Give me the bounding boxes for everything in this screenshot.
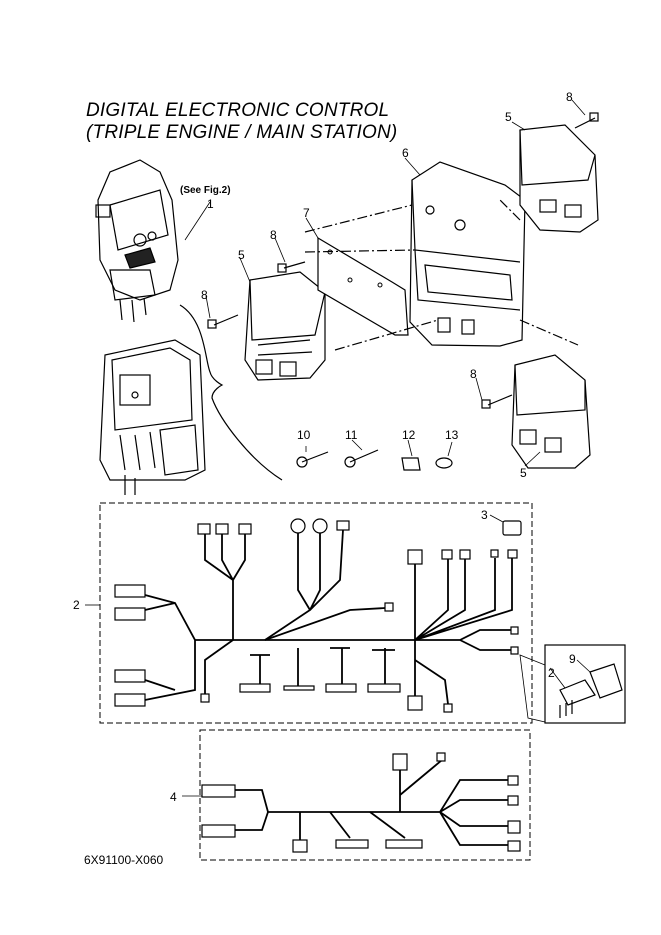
callout-3: 3 <box>481 508 488 522</box>
callout-5-center: 5 <box>238 248 245 262</box>
part-code: 6X91100-X060 <box>84 853 164 867</box>
ecu-module-center <box>244 271 326 381</box>
callout-8-top: 8 <box>566 90 573 104</box>
callout-5-right: 5 <box>520 466 527 480</box>
mounting-plate <box>317 236 409 336</box>
callout-7: 7 <box>303 206 310 220</box>
callout-5-top-right: 5 <box>505 110 512 124</box>
control-lever <box>95 159 179 323</box>
callout-12: 12 <box>402 428 416 442</box>
harness-2-connectors <box>114 518 522 713</box>
group-bracket <box>179 304 283 481</box>
callout-2-detail: 2 <box>548 666 555 680</box>
diagram-title-line2: (TRIPLE ENGINE / MAIN STATION) <box>86 122 398 143</box>
callout-leaders-harness <box>85 514 591 797</box>
harness-4-connectors <box>201 752 521 853</box>
callout-11: 11 <box>345 428 358 442</box>
sub-wire-harness <box>235 759 512 846</box>
ecu-module-top-right <box>519 124 599 233</box>
callout-2: 2 <box>73 598 80 612</box>
see-figure-note: (See Fig.2) <box>180 185 231 196</box>
callout-13: 13 <box>445 428 459 442</box>
callout-8-center: 8 <box>270 228 277 242</box>
callout-10: 10 <box>297 428 311 442</box>
callout-6: 6 <box>402 146 409 160</box>
callout-9: 9 <box>569 652 576 666</box>
main-wire-harness <box>144 529 515 705</box>
harness-4-frame <box>199 729 531 861</box>
callout-leaders <box>184 99 586 467</box>
ecu-assembly-left <box>99 339 206 495</box>
connector-detail <box>519 644 626 724</box>
main-ecu-unit <box>409 161 526 347</box>
small-fasteners <box>296 449 453 471</box>
callout-8-right: 8 <box>470 367 477 381</box>
harness-2-frame <box>99 502 533 724</box>
bolt-items <box>207 112 599 409</box>
diagram-title-line1: DIGITAL ELECTRONIC CONTROL <box>86 100 390 121</box>
callout-8-left: 8 <box>201 288 208 302</box>
callout-1: 1 <box>207 197 214 211</box>
ecu-module-right <box>511 354 591 469</box>
callout-4: 4 <box>170 790 177 804</box>
assembly-guide-lines <box>304 199 579 351</box>
